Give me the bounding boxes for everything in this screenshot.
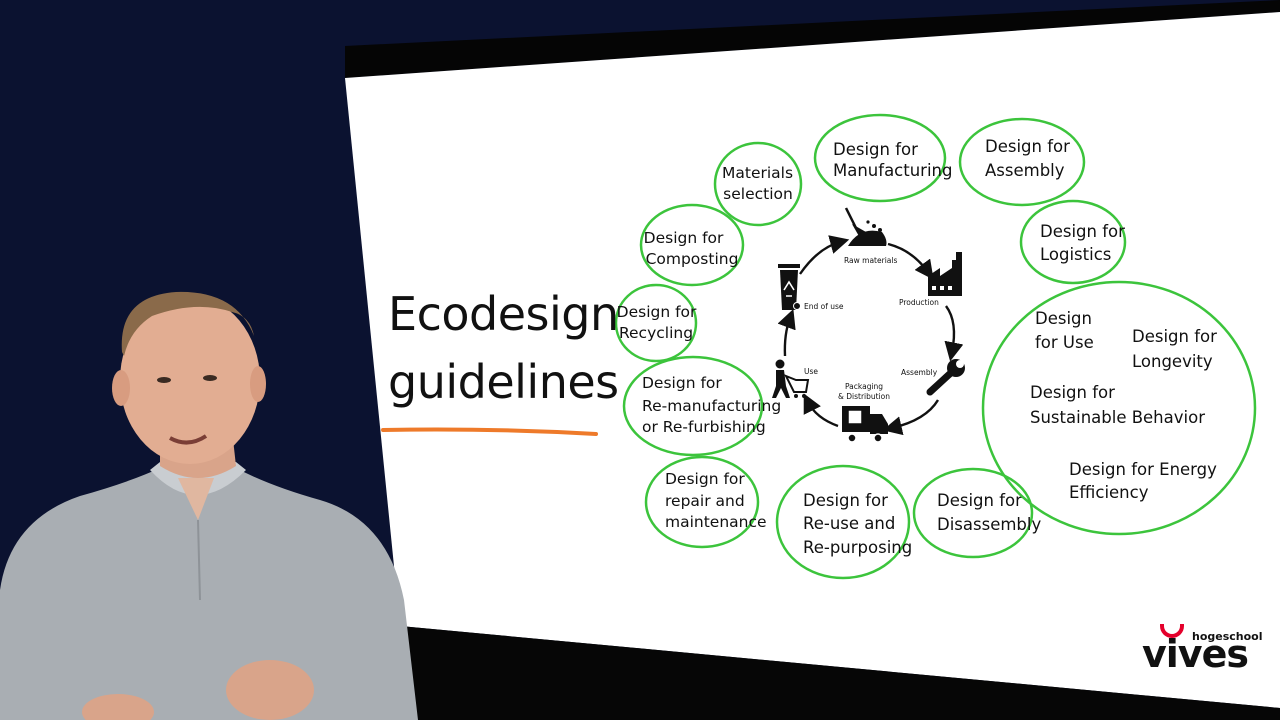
slide-title-line-2: guidelines bbox=[388, 355, 619, 409]
bubble-design-for-assembly: Design for Assembly bbox=[958, 117, 1086, 207]
life-cycle-arrows bbox=[777, 235, 964, 436]
bubble-design-for-disassembly: Design for Disassembly bbox=[912, 467, 1041, 559]
svg-text:Design for Manufacturi: Design for Manufacturing bbox=[833, 140, 952, 180]
svg-text:Design for Longevity: Design for Longevity bbox=[1132, 327, 1222, 371]
factory-icon bbox=[928, 252, 962, 296]
svg-text:Design for Recycling: Design for Recycling bbox=[617, 303, 702, 342]
bubble-design-for-manufacturing: Design for Manufacturing bbox=[813, 113, 952, 203]
screen-bottom-border bbox=[400, 626, 1280, 720]
bubble-design-for-logistics: Design for Logistics bbox=[1019, 199, 1130, 285]
svg-text:Design for Re-manufact: Design for Re-manufacturing or Re-furbis… bbox=[642, 374, 786, 436]
shovel-icon bbox=[844, 207, 887, 246]
cycle-label-use: Use bbox=[804, 367, 818, 376]
delivery-truck-icon bbox=[842, 406, 888, 443]
cycle-label-assembly: Assembly bbox=[901, 368, 938, 377]
slide-title: Ecodesign guidelines bbox=[388, 280, 619, 416]
svg-text:Design for Assembly: Design for Assembly bbox=[985, 137, 1075, 180]
svg-text:Design for Sustainable: Design for Sustainable Behavior bbox=[1030, 383, 1205, 427]
cycle-label-packaging: Packaging & Distribution bbox=[838, 382, 890, 401]
svg-text:Design for repair and: Design for repair and maintenance bbox=[665, 470, 767, 531]
slide-title-line-1: Ecodesign bbox=[388, 287, 619, 341]
svg-text:Design for Use: Design for Use bbox=[1035, 309, 1097, 352]
vives-logo-mark bbox=[1160, 624, 1184, 638]
logo-hogeschool: hogeschool bbox=[1192, 630, 1263, 643]
wrench-icon bbox=[926, 359, 965, 396]
title-underline bbox=[381, 427, 598, 436]
screen-top-border bbox=[345, 0, 1280, 78]
svg-text:Design for Re-use and: Design for Re-use and Re-purposing bbox=[803, 491, 912, 557]
svg-text:Design for Composting: Design for Composting bbox=[644, 229, 739, 268]
cycle-label-end-of-use: End of use bbox=[804, 302, 844, 311]
presenter bbox=[0, 291, 418, 720]
bubble-design-for-use-group: Design for Use Design for Longevity Desi… bbox=[981, 280, 1257, 536]
bubble-design-for-composting: Design for Composting bbox=[639, 203, 745, 287]
svg-text:Design for Logistics: Design for Logistics bbox=[1040, 222, 1130, 264]
svg-text:Design for Energy Effi: Design for Energy Efficiency bbox=[1069, 460, 1222, 502]
recycle-bin-icon bbox=[778, 264, 801, 310]
slide-surface bbox=[345, 12, 1280, 708]
shopping-person-icon bbox=[772, 359, 810, 398]
cycle-label-raw-materials: Raw materials bbox=[844, 256, 897, 265]
bubble-design-for-remanufacturing: Design for Re-manufacturing or Re-furbis… bbox=[622, 355, 786, 457]
logo-vives: vives bbox=[1142, 632, 1249, 676]
svg-text:Design for Disassembly: Design for Disassembly bbox=[937, 491, 1041, 534]
bubble-design-for-recycling: Design for Recycling bbox=[614, 283, 702, 363]
cycle-label-production: Production bbox=[899, 298, 939, 307]
bubble-design-for-repair: Design for repair and maintenance bbox=[644, 455, 767, 549]
bubble-design-for-reuse: Design for Re-use and Re-purposing bbox=[775, 464, 912, 580]
svg-text:Materials selection: Materials selection bbox=[722, 164, 798, 203]
bubble-materials-selection: Materials selection bbox=[713, 141, 803, 227]
